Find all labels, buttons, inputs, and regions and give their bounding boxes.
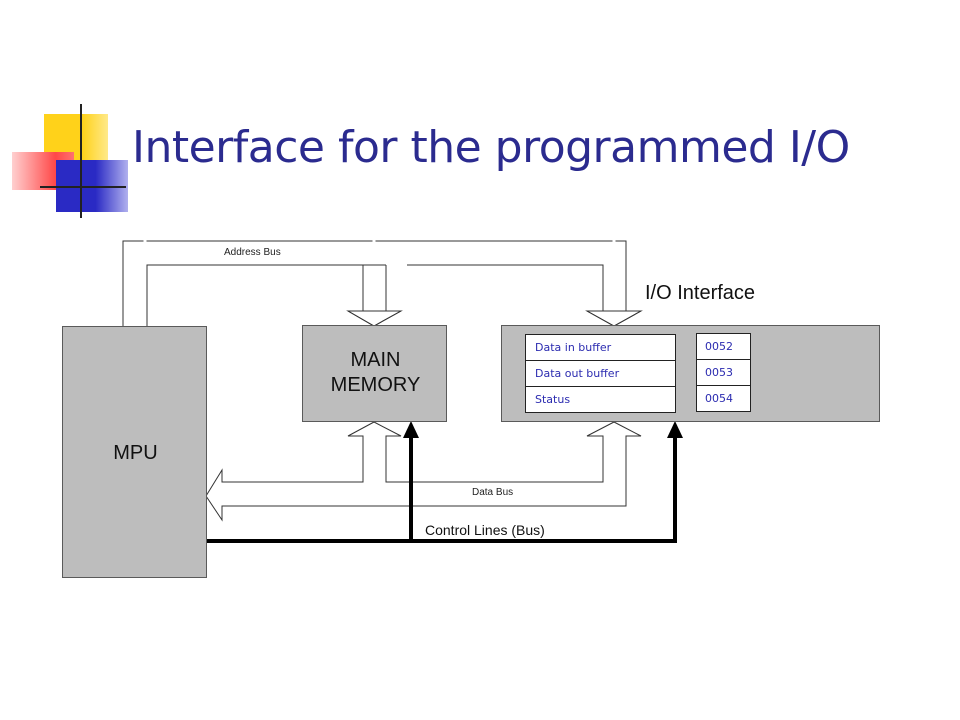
deco-vertical-line	[80, 104, 82, 218]
main-memory-label-line2: MEMORY	[330, 374, 421, 396]
register-data-in-buffer: Data in buffer	[525, 334, 676, 361]
deco-horizontal-line	[40, 186, 126, 188]
data-bus-label: Data Bus	[472, 487, 514, 498]
control-bus	[206, 421, 683, 543]
main-memory-label-line1: MAIN	[350, 349, 401, 371]
decorative-corner-graphic	[0, 100, 140, 220]
main-memory-box: MAIN MEMORY	[302, 325, 447, 422]
mpu-box: MPU	[62, 326, 207, 578]
io-interface-box: Data in buffer Data out buffer Status 00…	[501, 325, 880, 422]
slide-title: Interface for the programmed I/O	[132, 122, 850, 173]
register-status: Status	[525, 386, 676, 413]
mpu-label: MPU	[113, 442, 158, 464]
control-bus-label: Control Lines (Bus)	[425, 522, 545, 538]
address-bus-label: Address Bus	[224, 247, 281, 258]
io-interface-label: I/O Interface	[645, 282, 756, 304]
register-address-0054: 0054	[696, 385, 751, 412]
data-bus	[205, 421, 642, 522]
register-address-0052: 0052	[696, 333, 751, 360]
register-address-0053: 0053	[696, 359, 751, 386]
address-bus	[122, 239, 643, 327]
register-data-out-buffer: Data out buffer	[525, 360, 676, 387]
